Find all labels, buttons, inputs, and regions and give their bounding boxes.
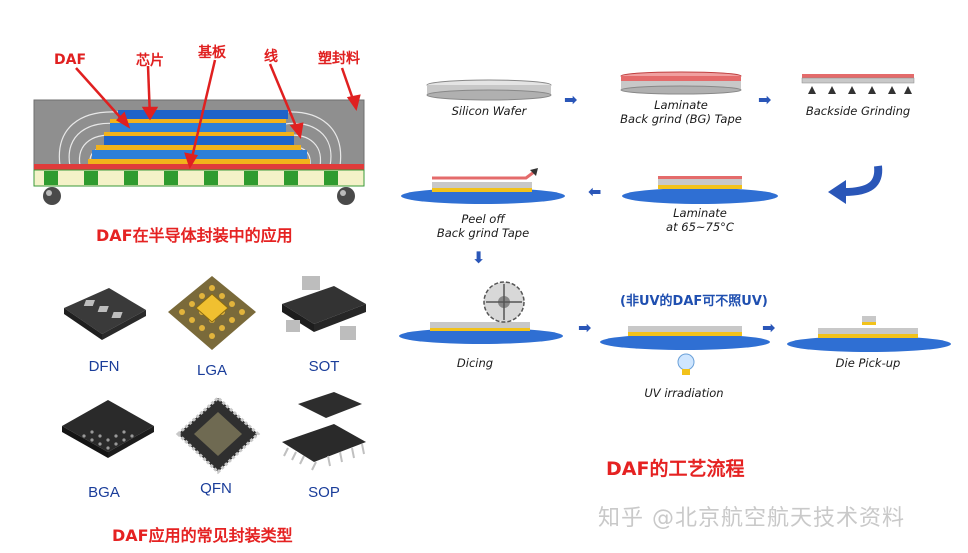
label-daf: DAF <box>54 52 87 68</box>
package-name-qfn: QFN <box>200 480 232 497</box>
process-caption: DAF的工艺流程 <box>606 458 745 480</box>
sop-package-icon <box>282 392 366 471</box>
step-laminate-temp: Laminate at 65~75°C <box>666 206 734 234</box>
laminate-temp-icon <box>622 176 778 204</box>
substrate <box>34 164 364 170</box>
watermark: 知乎 @北京航空航天技术资料 <box>598 506 905 531</box>
package-gallery: DFN LGA SOT BGA <box>40 268 380 518</box>
qfn-package-icon <box>175 395 261 475</box>
cross-section-diagram <box>33 59 365 205</box>
dfn-package-icon <box>64 288 146 340</box>
flow-arrow-2: ➡ <box>758 90 772 109</box>
flow-arrow-4: ⬇ <box>472 248 486 267</box>
flow-arrow-return <box>828 165 883 204</box>
peel-off-icon <box>401 168 565 204</box>
dicing-icon <box>399 281 563 344</box>
label-mold: 塑封料 <box>318 51 360 67</box>
step-laminate-bg: Laminate Back grind (BG) Tape <box>620 98 742 126</box>
label-wire: 线 <box>264 49 278 65</box>
lga-package-icon <box>168 276 256 350</box>
step-die-pickup: Die Pick-up <box>835 356 901 370</box>
package-name-lga: LGA <box>196 362 227 379</box>
step-uv-irradiation: UV irradiation <box>644 386 724 400</box>
flow-arrow-6: ➡ <box>762 318 776 337</box>
flow-arrow-1: ➡ <box>564 90 578 109</box>
die-pickup-icon <box>787 316 951 352</box>
step-backside-grinding: Backside Grinding <box>805 104 911 118</box>
flow-arrow-3: ⬅ <box>588 182 602 201</box>
die-layer-4 <box>92 150 307 159</box>
types-caption: DAF应用的常见封装类型 <box>112 526 293 545</box>
package-name-sop: SOP <box>308 484 340 501</box>
die-layer-3 <box>104 136 294 145</box>
uv-note: (非UV的DAF可不照UV) <box>620 294 768 309</box>
package-caption: DAF在半导体封装中的应用 <box>96 226 293 245</box>
package-name-sot: SOT <box>308 358 340 375</box>
label-substrate: 基板 <box>198 45 226 61</box>
step-silicon-wafer: Silicon Wafer <box>451 104 527 118</box>
laminate-bg-icon <box>620 71 742 95</box>
package-name-dfn: DFN <box>88 358 120 375</box>
silicon-wafer-icon <box>426 79 552 101</box>
flow-arrow-5: ➡ <box>578 318 592 337</box>
package-name-bga: BGA <box>88 484 120 501</box>
label-chip: 芯片 <box>136 53 164 69</box>
sot-package-icon <box>282 276 366 340</box>
bga-package-icon <box>62 400 154 458</box>
package-cross-section <box>0 38 380 218</box>
uv-wafer-icon <box>600 326 770 350</box>
uv-lamp-icon <box>677 353 695 375</box>
solder-balls <box>43 187 355 205</box>
step-dicing: Dicing <box>456 356 494 370</box>
label-pointers <box>75 59 361 169</box>
step-peel-off: Peel off Back grind Tape <box>436 212 530 240</box>
backside-grinding-icon <box>801 74 915 94</box>
